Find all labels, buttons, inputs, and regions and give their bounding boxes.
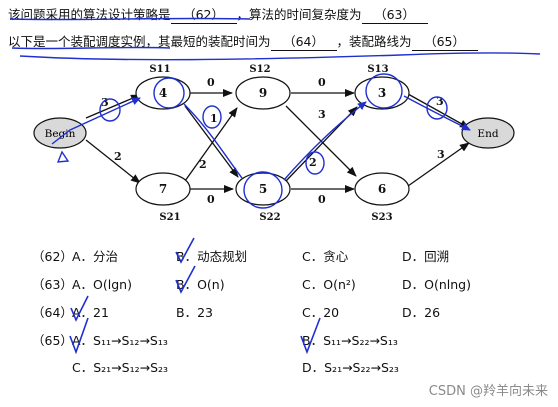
question-text: 以下是一个装配调度实例， bbox=[8, 34, 159, 49]
option-b[interactable]: B．S₁₁→S₂₂→S₁₃ bbox=[302, 333, 398, 348]
annotation-underline bbox=[9, 17, 251, 21]
annotation-circle bbox=[99, 98, 121, 122]
question-text: ，算法的时间复杂度为 bbox=[236, 7, 362, 22]
node-value: 7 bbox=[159, 182, 167, 196]
node-s11 bbox=[135, 76, 191, 110]
blank-65: （65） bbox=[411, 31, 478, 51]
node-s12 bbox=[235, 76, 291, 110]
question-line-1: 该问题采用的算法设计策略是（62），算法的时间复杂度为（63） bbox=[8, 4, 428, 24]
question-text: ，装配路线为 bbox=[336, 34, 412, 49]
node-s23 bbox=[354, 172, 410, 206]
edge-weight: 2 bbox=[199, 158, 207, 171]
option-b[interactable]: B．动态规划 bbox=[176, 249, 248, 264]
edge-weight: 0 bbox=[207, 193, 215, 206]
node-value: 9 bbox=[259, 86, 267, 100]
option-d[interactable]: D．S₂₁→S₂₂→S₂₃ bbox=[302, 360, 399, 375]
annotation-circle bbox=[305, 151, 325, 175]
option-a[interactable]: A．21 bbox=[72, 305, 109, 320]
option-a[interactable]: A．O(lgn) bbox=[72, 277, 132, 292]
node-s22 bbox=[235, 172, 291, 206]
edge-weight: 0 bbox=[318, 193, 326, 206]
node-name: S22 bbox=[259, 212, 280, 223]
edge-begin-s11 bbox=[85, 94, 141, 119]
node-name: S11 bbox=[149, 64, 170, 75]
edge-s21-s12 bbox=[184, 107, 238, 182]
option-d[interactable]: D．回溯 bbox=[402, 249, 450, 264]
annotation-mark bbox=[56, 150, 70, 163]
option-c[interactable]: C．S₂₁→S₁₂→S₂₃ bbox=[72, 360, 169, 375]
blank-64: （64） bbox=[270, 31, 337, 51]
option-b[interactable]: B．O(n) bbox=[176, 277, 225, 292]
node-name: S13 bbox=[367, 64, 388, 75]
question-line-2: 以下是一个装配调度实例，其最短的装配时间为（64），装配路线为（65） bbox=[8, 31, 478, 51]
edge-weight: 3 bbox=[436, 95, 444, 108]
edge-weight: 3 bbox=[101, 96, 109, 109]
edge-weight: 2 bbox=[114, 150, 122, 163]
annotation-circle bbox=[153, 77, 185, 109]
blank-63: （63） bbox=[361, 4, 428, 24]
option-d[interactable]: D．26 bbox=[402, 305, 441, 320]
annotation-underline bbox=[11, 46, 171, 50]
annotation-path bbox=[403, 95, 471, 131]
option-a[interactable]: A．分治 bbox=[72, 249, 119, 264]
edge-s13-end bbox=[407, 93, 470, 129]
annotation-underline bbox=[19, 52, 541, 61]
edge-weight: 2 bbox=[309, 156, 317, 169]
option-c[interactable]: C．20 bbox=[302, 305, 340, 320]
edge-s23-end bbox=[407, 142, 470, 187]
edge-s11-s22 bbox=[184, 105, 239, 178]
question-text: 其最短的装配时间为 bbox=[158, 34, 271, 49]
node-value: 4 bbox=[159, 86, 167, 100]
node-value: 3 bbox=[378, 86, 386, 100]
edge-begin-s21 bbox=[85, 139, 141, 184]
node-name: S21 bbox=[159, 212, 180, 223]
option-b[interactable]: B．23 bbox=[176, 305, 213, 320]
node-name: S12 bbox=[249, 64, 270, 75]
option-c[interactable]: C．贪心 bbox=[302, 249, 349, 264]
edge-weight: 0 bbox=[318, 76, 326, 89]
edge-weight: 3 bbox=[318, 108, 326, 121]
watermark: CSDN @羚羊向未来 bbox=[428, 384, 548, 399]
question-number: （65） bbox=[32, 333, 73, 348]
option-c[interactable]: C．O(n²) bbox=[302, 277, 356, 292]
begin-node bbox=[33, 117, 87, 149]
edge-weight: 0 bbox=[207, 76, 215, 89]
question-number: （63） bbox=[32, 277, 73, 292]
annotation-path bbox=[183, 103, 243, 179]
annotation-path bbox=[51, 97, 141, 145]
end-node bbox=[461, 117, 515, 149]
node-name: S23 bbox=[371, 212, 392, 223]
option-d[interactable]: D．O(nlng) bbox=[402, 277, 471, 292]
node-s21 bbox=[135, 172, 191, 206]
annotation-path bbox=[283, 101, 367, 181]
annotation-circle bbox=[243, 171, 283, 209]
node-value: 6 bbox=[378, 182, 386, 196]
assembly-diagram: 3 2 0 1 2 0 0 3 2 0 3 3 Begin End 4 9 3 … bbox=[9, 17, 541, 223]
option-a[interactable]: A．S₁₁→S₁₂→S₁₃ bbox=[72, 333, 168, 348]
annotation-circle bbox=[365, 73, 403, 109]
edge-weight: 3 bbox=[437, 148, 445, 161]
end-label: End bbox=[477, 128, 498, 140]
edge-weight: 1 bbox=[210, 112, 218, 125]
node-s13 bbox=[354, 76, 410, 110]
question-number: （64） bbox=[32, 305, 73, 320]
annotation-circle bbox=[202, 105, 222, 129]
question-number: （62） bbox=[32, 249, 73, 264]
node-value: 5 bbox=[259, 182, 267, 196]
